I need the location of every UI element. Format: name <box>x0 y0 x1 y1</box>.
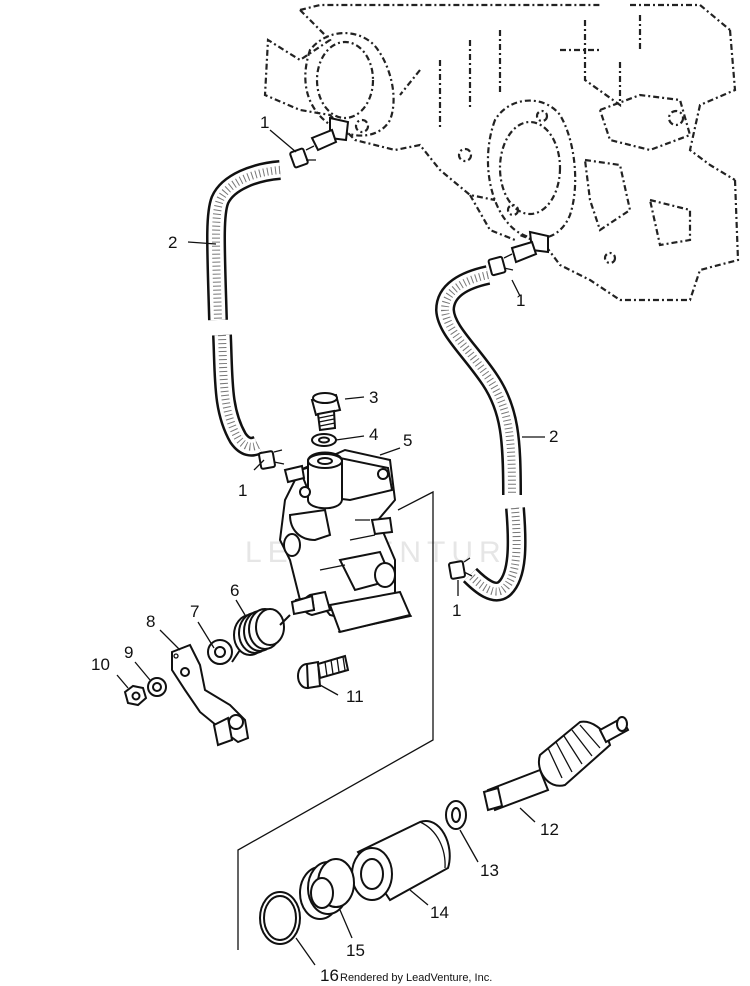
washer-4 <box>311 433 337 447</box>
oil-seal-15 <box>299 858 355 920</box>
callout-10: 10 <box>91 655 110 674</box>
callout-8: 8 <box>146 612 155 631</box>
callout-15: 15 <box>346 941 365 960</box>
callout-12: 12 <box>540 820 559 839</box>
callout-14: 14 <box>430 903 449 922</box>
hose-right-upper <box>434 265 522 496</box>
hose-clamp-1b <box>487 253 514 277</box>
callout-1-top-left: 1 <box>260 113 269 132</box>
o-ring-16 <box>259 891 301 945</box>
hose-left-upper <box>206 160 282 321</box>
callout-7: 7 <box>190 602 199 621</box>
render-credit: Rendered by LeadVenture, Inc. <box>340 972 492 984</box>
drive-gear-shaft <box>482 716 630 812</box>
return-spring <box>231 608 291 663</box>
callout-5: 5 <box>403 431 412 450</box>
callout-2-left: 2 <box>168 233 177 252</box>
callout-1-left-lower: 1 <box>238 481 247 500</box>
crankcase-outline <box>263 3 740 302</box>
callout-6: 6 <box>230 581 239 600</box>
washer-7 <box>207 639 233 665</box>
pump-nipple-right <box>370 516 394 536</box>
lock-washer-9 <box>147 677 167 697</box>
callout-2-right: 2 <box>549 427 558 446</box>
control-lever <box>171 643 250 747</box>
pump-shaft <box>290 594 316 616</box>
hose-clamp-1c <box>258 449 285 470</box>
pump-nipple-left <box>283 464 306 484</box>
oil-pump-body <box>278 448 412 634</box>
callout-4: 4 <box>369 425 378 444</box>
callout-11: 11 <box>346 687 364 706</box>
callout-9: 9 <box>124 643 133 662</box>
bleeder-screw <box>310 392 342 432</box>
leader-lines <box>116 129 545 966</box>
assembly-bracket <box>237 490 434 950</box>
hose-clamp-1a <box>289 145 316 169</box>
callout-1-right: 1 <box>516 291 525 310</box>
bushing-14 <box>351 819 451 902</box>
hose-clamp-1d <box>448 557 473 580</box>
hex-nut-10 <box>123 684 148 707</box>
callout-1-right-lower: 1 <box>452 601 461 620</box>
crankcase-nipple-left <box>310 116 350 152</box>
mounting-screw-11 <box>297 654 350 690</box>
hose-left-lower <box>212 334 263 457</box>
hose-right-lower <box>462 507 527 602</box>
callout-13: 13 <box>480 861 499 880</box>
thrust-washer-13 <box>445 800 467 830</box>
crankcase-nipple-right <box>510 230 549 264</box>
callout-16: 16 <box>320 966 339 985</box>
callout-3: 3 <box>369 388 378 407</box>
